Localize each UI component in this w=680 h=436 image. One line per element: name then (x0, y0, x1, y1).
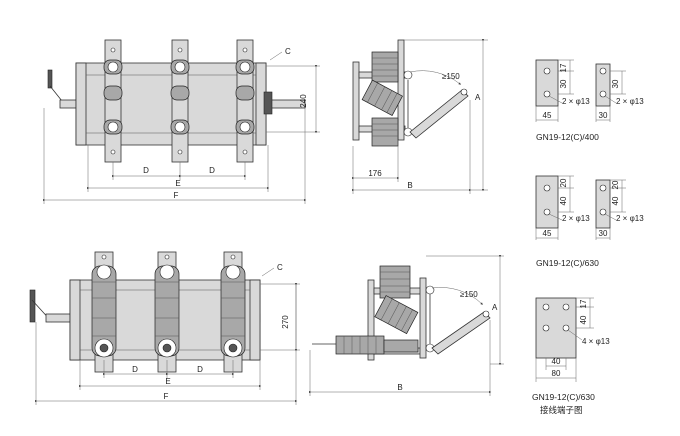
dim-b: B (407, 181, 412, 190)
dim-f: F (174, 191, 179, 200)
dim-a: A (475, 93, 481, 102)
terminal-630-b: 20 40 2 × φ13 30 (595, 179, 644, 240)
caption-400: GN19-12(C)/400 (536, 132, 599, 142)
dim-angle-2: ≥150 (460, 290, 478, 299)
open-blade-2 (431, 311, 491, 355)
top-side-view: ≥150 A 176 B (351, 38, 488, 194)
upper-insulator (371, 51, 399, 83)
terminal-400-a: 17 30 2 × φ13 45 (535, 59, 590, 122)
label-c: C (285, 47, 291, 56)
pole-2 (170, 39, 190, 163)
pole-5 (154, 251, 180, 373)
lower-insulator (371, 117, 399, 147)
dim-d-right: D (209, 166, 215, 175)
dim-e: E (175, 179, 180, 188)
t630a-top: 20 (559, 178, 568, 187)
caption-terminal-diagram: 接线端子图 (540, 405, 583, 415)
t630c-width: 80 (552, 369, 561, 378)
open-blade (409, 89, 469, 139)
t630c-mid: 40 (579, 315, 588, 324)
pole-4 (91, 251, 117, 373)
t630a-holes: 2 × φ13 (562, 214, 590, 223)
pole-1 (103, 39, 123, 163)
t630b-width: 30 (599, 229, 608, 238)
t630c-holes: 4 × φ13 (582, 337, 610, 346)
terminal-400-b: 30 2 × φ13 30 (595, 63, 644, 122)
t400a-top: 17 (559, 63, 568, 72)
t630b-mid: 40 (611, 196, 620, 205)
dim-a-2: A (492, 303, 498, 312)
top-front-view: D D E F 240 C (42, 39, 320, 204)
t400b-holes: 2 × φ13 (616, 97, 644, 106)
dim-b-2: B (397, 383, 402, 392)
dim-240: 240 (299, 94, 308, 108)
dim-f-2: F (164, 392, 169, 401)
caption-630-b: GN19-12(C)/630 (532, 392, 595, 402)
moving-insulator-2 (374, 295, 419, 335)
t400a-holes: 2 × φ13 (562, 97, 590, 106)
dim-d-left: D (143, 166, 149, 175)
t400a-mid: 30 (559, 79, 568, 88)
horizontal-insulator (312, 335, 419, 355)
t630c-top: 17 (579, 299, 588, 308)
t630c-inner: 40 (552, 357, 561, 366)
terminal-630-a: 20 40 2 × φ13 45 (535, 175, 590, 240)
t630a-mid: 40 (559, 196, 568, 205)
side-base (352, 61, 360, 141)
terminal-630-4hole: 17 40 4 × φ13 40 80 (535, 297, 610, 382)
pole-3 (235, 39, 255, 163)
dim-e-2: E (165, 377, 170, 386)
upper-insulator-2 (379, 265, 411, 299)
bottom-front-view: D D E F 270 C (29, 251, 300, 405)
dim-d-left-2: D (132, 365, 138, 374)
t630b-holes: 2 × φ13 (616, 214, 644, 223)
t630b-top: 20 (611, 180, 620, 189)
dim-270: 270 (281, 315, 290, 329)
moving-insulator (361, 79, 403, 116)
dim-d-right-2: D (197, 365, 203, 374)
t400b-width: 30 (599, 111, 608, 120)
dim-angle: ≥150 (442, 72, 460, 81)
handle-grip-2 (29, 289, 36, 323)
dim-176: 176 (368, 169, 382, 178)
label-c-2: C (277, 263, 283, 272)
t400a-width: 45 (543, 111, 552, 120)
caption-630-a: GN19-12(C)/630 (536, 258, 599, 268)
bottom-side-view: ≥150 A B (308, 254, 504, 396)
t400b-mid: 30 (611, 79, 620, 88)
t630a-width: 45 (543, 229, 552, 238)
pole-6 (220, 251, 246, 373)
handle-grip (47, 69, 53, 89)
